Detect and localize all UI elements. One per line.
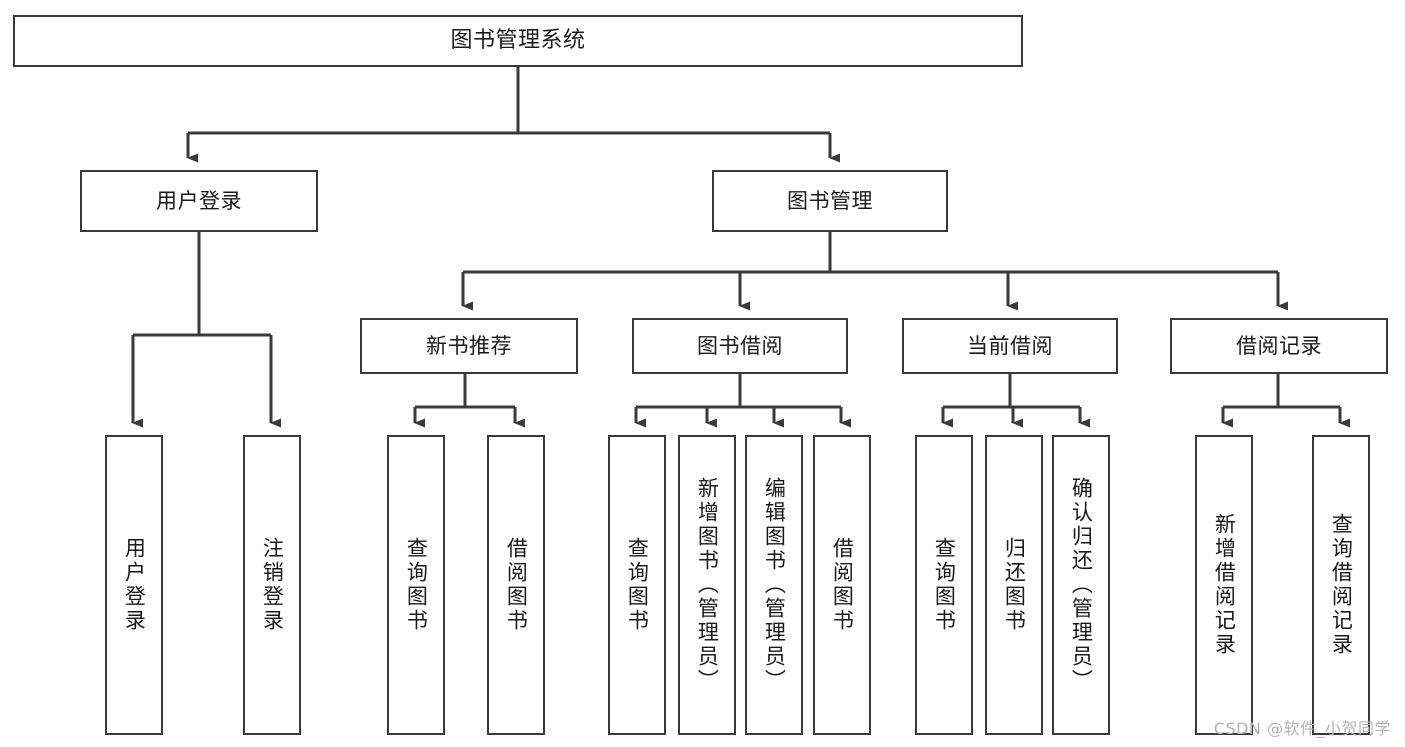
node-leaf-return-book-label: 归还图书	[1002, 537, 1027, 633]
node-leaf-confirm-return[interactable]: 确认归还（管理员）	[1052, 435, 1110, 735]
node-leaf-borrow-book-2[interactable]: 借阅图书	[813, 435, 871, 735]
node-book-manage-label: 图书管理	[787, 188, 873, 213]
node-leaf-borrow-book-1-label: 借阅图书	[504, 537, 529, 633]
node-leaf-query-book-1-label: 查询图书	[404, 537, 429, 633]
node-leaf-user-login-label: 用户登录	[122, 537, 147, 633]
node-book-borrow-label: 图书借阅	[697, 333, 783, 358]
node-leaf-query-book-3-label: 查询图书	[932, 537, 957, 633]
node-leaf-edit-book-label: 编辑图书（管理员）	[762, 477, 787, 693]
node-book-manage[interactable]: 图书管理	[712, 170, 948, 232]
node-leaf-logout-label: 注销登录	[260, 537, 285, 633]
node-new-book-rec[interactable]: 新书推荐	[360, 318, 578, 374]
node-leaf-query-book-3[interactable]: 查询图书	[915, 435, 973, 735]
node-leaf-add-book[interactable]: 新增图书（管理员）	[678, 435, 736, 735]
node-leaf-query-record[interactable]: 查询借阅记录	[1312, 435, 1370, 735]
node-leaf-borrow-book-1[interactable]: 借阅图书	[487, 435, 545, 735]
node-borrow-record-label: 借阅记录	[1236, 333, 1322, 358]
node-borrow-record[interactable]: 借阅记录	[1170, 318, 1388, 374]
node-leaf-add-book-label: 新增图书（管理员）	[695, 477, 720, 693]
node-leaf-query-book-2[interactable]: 查询图书	[608, 435, 666, 735]
node-root[interactable]: 图书管理系统	[13, 15, 1023, 67]
node-current-borrow[interactable]: 当前借阅	[902, 318, 1118, 374]
node-user-login[interactable]: 用户登录	[80, 170, 318, 232]
node-leaf-query-book-1[interactable]: 查询图书	[387, 435, 445, 735]
node-leaf-user-login[interactable]: 用户登录	[105, 435, 163, 735]
node-leaf-query-book-2-label: 查询图书	[625, 537, 650, 633]
node-leaf-edit-book[interactable]: 编辑图书（管理员）	[745, 435, 803, 735]
node-leaf-logout[interactable]: 注销登录	[243, 435, 301, 735]
node-root-label: 图书管理系统	[450, 28, 586, 54]
node-leaf-query-record-label: 查询借阅记录	[1329, 513, 1354, 657]
node-new-book-rec-label: 新书推荐	[426, 333, 512, 358]
node-book-borrow[interactable]: 图书借阅	[632, 318, 848, 374]
node-leaf-add-record[interactable]: 新增借阅记录	[1195, 435, 1253, 735]
node-leaf-borrow-book-2-label: 借阅图书	[830, 537, 855, 633]
node-leaf-confirm-return-label: 确认归还（管理员）	[1069, 477, 1094, 693]
node-current-borrow-label: 当前借阅	[967, 333, 1053, 358]
node-leaf-return-book[interactable]: 归还图书	[985, 435, 1043, 735]
node-user-login-label: 用户登录	[156, 188, 242, 213]
node-leaf-add-record-label: 新增借阅记录	[1212, 513, 1237, 657]
